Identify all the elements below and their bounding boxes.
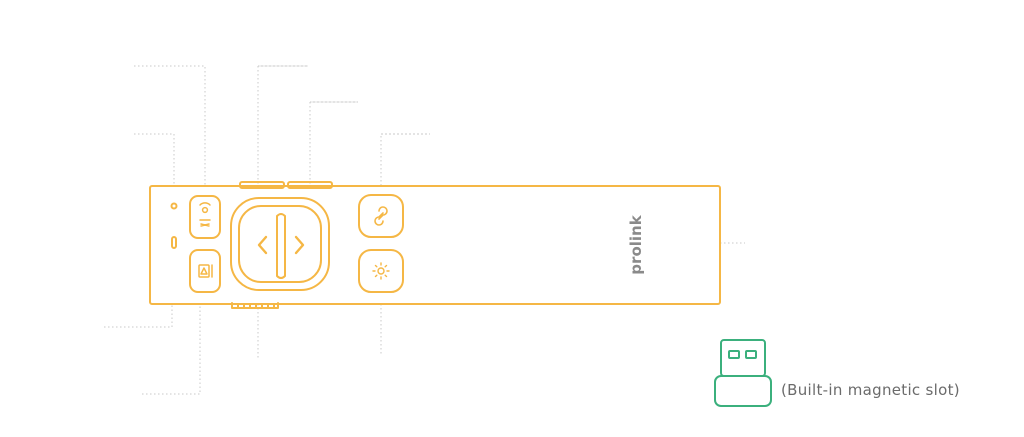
media-button[interactable] bbox=[189, 249, 221, 293]
device-body bbox=[149, 185, 721, 305]
link-button[interactable] bbox=[358, 194, 404, 238]
callout-link-button bbox=[380, 133, 430, 186]
receiver-pin-left bbox=[728, 350, 740, 359]
receiver-connector bbox=[720, 339, 766, 377]
chevron-left-icon[interactable] bbox=[257, 235, 268, 255]
laser-pointer-icon bbox=[199, 202, 211, 227]
callout-led bbox=[134, 133, 175, 186]
callout-laser-button bbox=[134, 65, 206, 186]
callout-media-button bbox=[142, 304, 201, 395]
sun-spotlight-icon bbox=[372, 262, 390, 280]
brand-logo: prolink bbox=[627, 214, 645, 274]
callout-top-slider-right bbox=[309, 101, 358, 186]
power-switch[interactable] bbox=[171, 236, 177, 249]
usb-receiver-icon bbox=[714, 339, 772, 407]
laser-button[interactable] bbox=[189, 195, 221, 239]
link-icon bbox=[374, 206, 388, 226]
page-nav-rocker bbox=[230, 197, 330, 291]
receiver-caption: (Built-in magnetic slot) bbox=[781, 381, 960, 399]
callout-lines bbox=[104, 65, 745, 395]
highlight-button[interactable] bbox=[358, 249, 404, 293]
receiver-body bbox=[714, 375, 772, 407]
presenter-device bbox=[149, 181, 721, 309]
rocker-divider bbox=[276, 213, 286, 279]
scroll-wheel[interactable] bbox=[231, 302, 279, 309]
media-slideshow-icon bbox=[198, 264, 213, 278]
callout-power-switch bbox=[104, 304, 173, 328]
status-led bbox=[170, 202, 178, 210]
receiver-pin-right bbox=[745, 350, 757, 359]
callout-top-slider-left bbox=[257, 65, 308, 186]
chevron-right-icon[interactable] bbox=[294, 235, 305, 255]
